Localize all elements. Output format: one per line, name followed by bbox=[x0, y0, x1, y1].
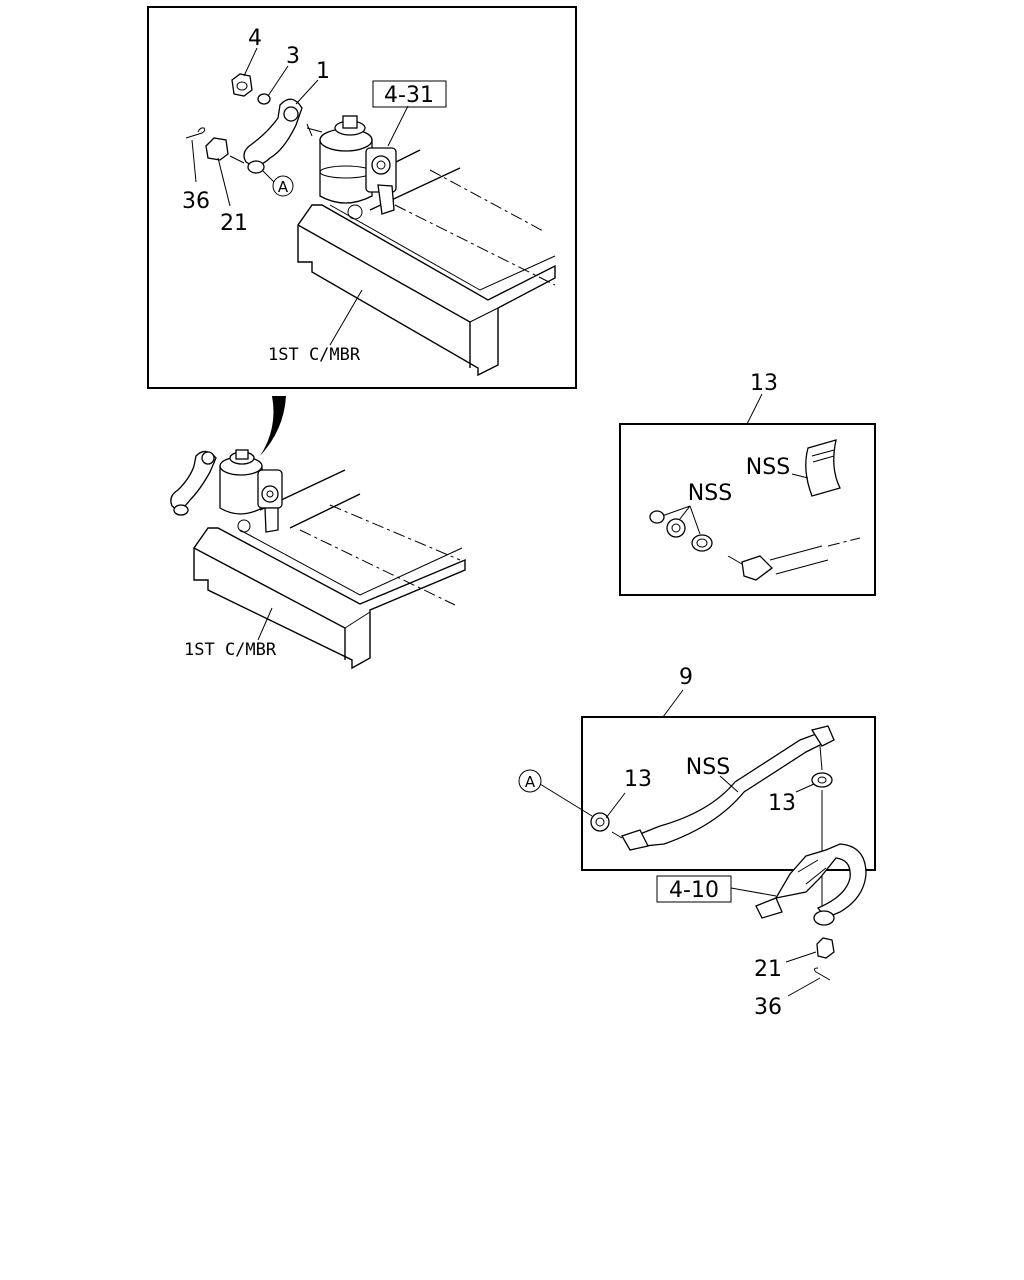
callout-21-top: 21 bbox=[220, 211, 248, 236]
callout-9: 9 bbox=[679, 665, 693, 690]
kit-seal bbox=[666, 518, 686, 538]
callout-1: 1 bbox=[316, 59, 330, 84]
callout-a-rod: A bbox=[525, 773, 536, 791]
callout-21-bottom: 21 bbox=[754, 957, 782, 982]
kit-detail-view: 13 NSS NSS bbox=[619, 371, 876, 596]
top-pitman-arm bbox=[243, 98, 303, 174]
callout-36-bottom: 36 bbox=[754, 995, 782, 1020]
callout-ref-4-10: 4-10 bbox=[669, 878, 719, 903]
top-member-label: 1ST C/MBR bbox=[268, 345, 361, 365]
top-nut-4 bbox=[231, 73, 253, 97]
drag-link bbox=[611, 725, 835, 851]
kit-nss-2: NSS bbox=[688, 481, 732, 506]
mid-member-label: 1ST C/MBR bbox=[184, 640, 277, 660]
rod-detail-view: 9 13 NSS 13 A bbox=[518, 665, 876, 871]
top-washer-3 bbox=[257, 93, 271, 105]
callout-36-top: 36 bbox=[182, 189, 210, 214]
grease-packet bbox=[805, 439, 841, 497]
mid-overview: 1ST C/MBR bbox=[170, 449, 466, 670]
rod-ref-box bbox=[656, 875, 732, 903]
bottom-castle-nut-21 bbox=[816, 937, 835, 959]
rod-frame bbox=[581, 716, 876, 871]
callout-3: 3 bbox=[286, 44, 300, 69]
kit-tie-rod-end bbox=[727, 537, 861, 581]
top-steering-gear bbox=[306, 115, 397, 220]
callout-a-top: A bbox=[278, 178, 289, 196]
kit-clip bbox=[691, 534, 713, 552]
rod-circle-a bbox=[518, 769, 542, 793]
mid-steering-gear bbox=[219, 449, 283, 533]
rod-nss: NSS bbox=[686, 755, 730, 780]
detail-arrow bbox=[260, 396, 286, 456]
top-castle-nut-21 bbox=[205, 137, 229, 161]
callout-ref-4-31: 4-31 bbox=[384, 83, 434, 108]
rod-seal-left bbox=[590, 812, 610, 832]
bottom-cotter-pin-36 bbox=[813, 967, 831, 981]
callout-13-kit: 13 bbox=[750, 371, 778, 396]
callout-13-rod-right: 13 bbox=[768, 791, 796, 816]
mid-pitman-arm bbox=[170, 450, 217, 516]
top-ref-box bbox=[372, 80, 447, 108]
top-cotter-pin-36 bbox=[185, 127, 206, 139]
kit-nss-1: NSS bbox=[746, 455, 790, 480]
top-circle-a bbox=[272, 175, 294, 197]
rod-seal-right bbox=[811, 772, 833, 788]
callout-4: 4 bbox=[248, 26, 262, 51]
top-detail-frame bbox=[147, 6, 577, 389]
top-detail-view: 4 3 1 4-31 36 21 A 1ST C/MBR bbox=[147, 6, 577, 389]
steering-knuckle bbox=[755, 790, 867, 926]
callout-13-rod-left: 13 bbox=[624, 767, 652, 792]
kit-o-ring bbox=[649, 510, 665, 524]
